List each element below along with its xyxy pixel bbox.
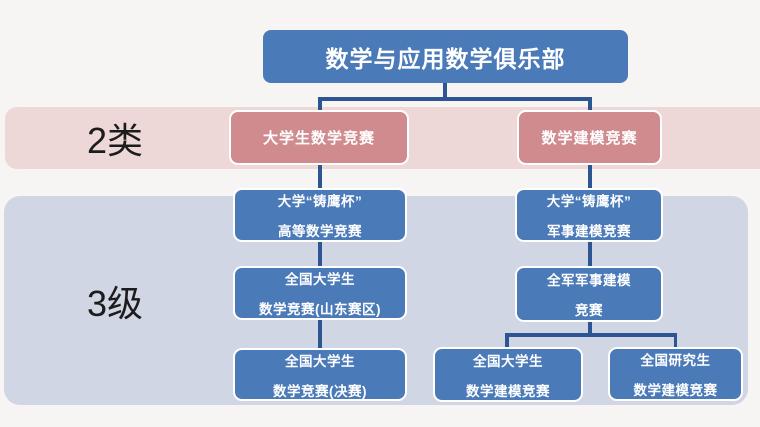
node-level-right-2-line2: 竞赛	[575, 303, 603, 318]
node-level-left-1-line2: 高等数学竞赛	[278, 224, 362, 239]
node-level-bottom-1-line1: 全国大学生	[473, 353, 543, 369]
connector-catright-r1	[588, 163, 592, 190]
connector-r2-stem	[588, 320, 592, 335]
node-category-math-competition: 大学生数学竞赛	[229, 110, 409, 165]
connector-root-stem	[443, 83, 447, 98]
band-categories-label: 2类	[86, 120, 144, 161]
node-club-root-label: 数学与应用数学俱乐部	[325, 45, 566, 72]
connector-top-drop-right	[588, 97, 592, 112]
connector-top-branch	[318, 97, 592, 101]
connector-catleft-l1	[318, 163, 322, 190]
connector-bottom-drop-right	[673, 333, 677, 349]
node-level-right-1-line2: 军事建模竞赛	[547, 224, 631, 239]
node-level-right-2: 全军军事建模 竞赛	[515, 266, 663, 322]
node-club-root: 数学与应用数学俱乐部	[263, 30, 628, 83]
node-level-left-3-line1: 全国大学生	[285, 353, 355, 369]
node-category-modeling-competition: 数学建模竞赛	[517, 110, 662, 165]
connector-l1-l2	[318, 240, 322, 268]
node-level-left-2: 全国大学生 数学竞赛(山东赛区)	[233, 266, 407, 320]
node-level-left-1-line1: 大学“铸鹰杯”	[277, 194, 363, 209]
node-level-bottom-2-line2: 数学建模竞赛	[633, 383, 718, 398]
node-level-left-3-line2: 数学竞赛(决赛)	[273, 383, 367, 399]
node-level-right-1: 大学“铸鹰杯” 军事建模竞赛	[515, 188, 663, 242]
band-levels-label: 3级	[86, 282, 144, 324]
node-level-bottom-1: 全国大学生 数学建模竞赛	[433, 347, 583, 402]
node-level-left-2-line1: 全国大学生	[285, 272, 355, 287]
connector-bottom-branch	[505, 333, 677, 337]
node-category-math-competition-label: 大学生数学竞赛	[262, 130, 375, 147]
node-level-right-1-line1: 大学“铸鹰杯”	[546, 194, 632, 209]
node-level-bottom-2: 全国研究生 数学建模竞赛	[608, 347, 743, 401]
connector-bottom-drop-left	[505, 333, 509, 349]
node-level-left-2-line2: 数学竞赛(山东赛区)	[259, 302, 381, 317]
node-level-left-3: 全国大学生 数学竞赛(决赛)	[233, 348, 407, 401]
connector-top-drop-left	[318, 97, 322, 112]
node-level-bottom-1-line2: 数学建模竞赛	[466, 383, 550, 399]
connector-l2-l3	[318, 318, 322, 350]
node-level-bottom-2-line1: 全国研究生	[640, 353, 711, 368]
node-level-left-1: 大学“铸鹰杯” 高等数学竞赛	[233, 188, 407, 242]
node-level-right-2-line1: 全军军事建模	[547, 273, 631, 288]
node-category-modeling-competition-label: 数学建模竞赛	[541, 130, 638, 147]
connector-r1-r2	[588, 240, 592, 268]
